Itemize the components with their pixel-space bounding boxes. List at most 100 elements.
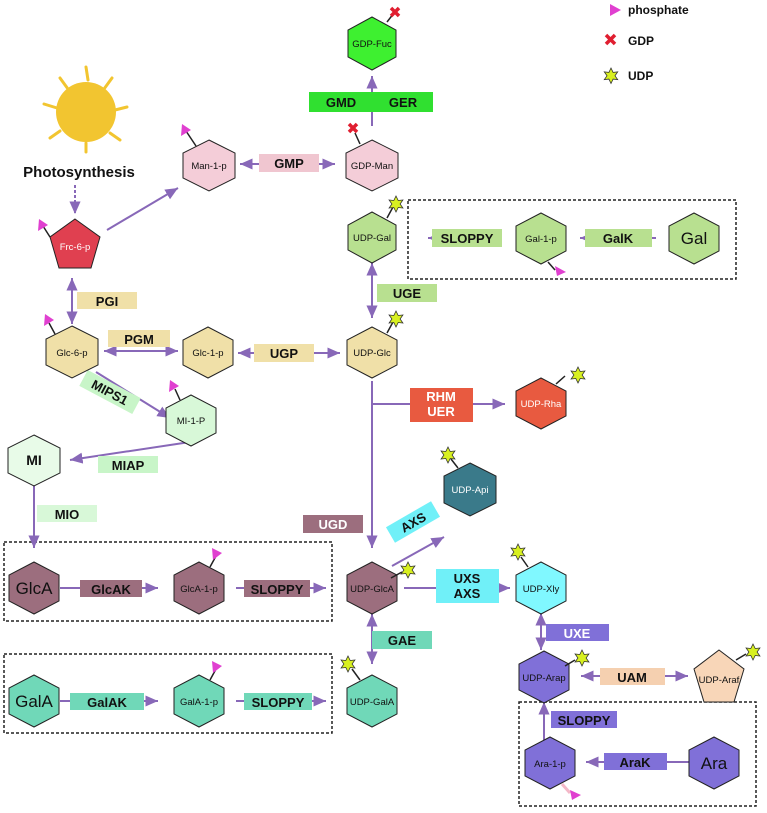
- node-udp-glc: [346, 326, 398, 379]
- node-udp-gala: [346, 674, 398, 728]
- phosphate-icon: [209, 548, 222, 568]
- enzyme-ger: GER: [389, 95, 418, 110]
- node-frc6p-label: Frc-6-p: [60, 242, 91, 253]
- enzyme-ugd: UGD: [319, 517, 348, 532]
- gala-salvage-box: [3, 653, 333, 734]
- node-gal1p-label: Gal-1-p: [525, 234, 557, 245]
- phosphate-icon: [610, 4, 621, 16]
- udp-icon: [386, 310, 404, 334]
- node-udp-api-label: UDP-Api: [452, 485, 489, 496]
- node-gala: [8, 674, 60, 728]
- enzyme-uxe: UXE: [564, 626, 591, 641]
- photosynthesis-label: Photosynthesis: [23, 164, 135, 181]
- enzyme-sloppy-ara: SLOPPY: [558, 713, 611, 728]
- udp-icon: [564, 649, 590, 667]
- node-glc1p-label: Glc-1-p: [192, 348, 223, 359]
- udp-icon: [390, 561, 416, 579]
- node-ara-label: Ara: [701, 754, 728, 773]
- enzyme-glcak: GlcAK: [91, 582, 131, 597]
- gdp-icon: [347, 122, 361, 145]
- udp-icon: [440, 446, 459, 469]
- enzyme-ugp: UGP: [270, 346, 299, 361]
- node-gdp-man-label: GDP-Man: [351, 161, 393, 172]
- node-gala-label: GalA: [15, 692, 53, 711]
- enzyme-pgi: PGI: [96, 294, 118, 309]
- enzyme-rhm: RHM: [426, 389, 456, 404]
- gdp-icon: [604, 33, 617, 46]
- node-udp-gal: [347, 211, 397, 264]
- node-udp-xly: [515, 561, 567, 615]
- node-glca-label: GlcA: [16, 579, 54, 598]
- phosphate-markers: [38, 124, 581, 800]
- udp-icon: [603, 67, 619, 85]
- node-udp-rha-label: UDP-Rha: [521, 399, 562, 410]
- enzyme-galak: GalAK: [87, 695, 127, 710]
- legend-udp-label: UDP: [628, 69, 653, 83]
- gal-salvage-box: [407, 199, 737, 280]
- node-mi: [7, 434, 61, 487]
- phosphate-icon: [209, 661, 222, 681]
- enzyme-arak: AraK: [619, 755, 651, 770]
- enzyme-uam: UAM: [617, 670, 647, 685]
- phosphate-icon: [44, 314, 56, 335]
- legend-gdp-label: GDP: [628, 34, 654, 48]
- sun-icon: [42, 65, 129, 154]
- node-udp-rha: [515, 377, 567, 430]
- enzyme-sloppy-glca: SLOPPY: [251, 582, 304, 597]
- enzyme-gmd: GMD: [326, 95, 356, 110]
- enzyme-uer: UER: [427, 404, 455, 419]
- node-glc6p: [45, 325, 99, 379]
- node-mi-label: MI: [26, 452, 42, 468]
- node-udp-gala-label: UDP-GalA: [350, 697, 395, 708]
- phosphate-icon: [38, 219, 51, 238]
- node-gdp-fuc: [347, 16, 397, 71]
- node-ara1p: [524, 736, 576, 790]
- udp-icon: [386, 195, 404, 219]
- metabolite-nodes: GDP-Fuc Man-1-p GDP-Man Frc-6-p UDP-Gal …: [7, 16, 745, 790]
- udp-markers: [340, 195, 761, 681]
- node-glc1p: [182, 326, 234, 379]
- enzyme-gae: GAE: [388, 633, 417, 648]
- legend: phosphate GDP UDP: [603, 3, 689, 85]
- node-glca1p: [173, 561, 225, 615]
- node-gala1p-label: GalA-1-p: [180, 697, 218, 708]
- node-glc6p-label: Glc-6-p: [56, 348, 87, 359]
- legend-phosphate-label: phosphate: [628, 3, 689, 17]
- phosphate-icon: [181, 124, 197, 147]
- node-gal1p: [515, 212, 567, 265]
- node-udp-glca-label: UDP-GlcA: [350, 584, 394, 595]
- glca-salvage-box: [3, 541, 333, 622]
- node-udp-gal-label: UDP-Gal: [353, 233, 391, 244]
- enzyme-labels: GMD GER GMP SLOPPY GalK UGE PGI PGM UGP …: [37, 92, 667, 770]
- node-gdp-man: [345, 139, 399, 192]
- node-udp-arap-label: UDP-Arap: [522, 673, 565, 684]
- udp-icon: [510, 543, 529, 568]
- ara-salvage-box: [518, 701, 757, 807]
- udp-icon: [555, 366, 586, 385]
- enzyme-uge: UGE: [393, 286, 422, 301]
- enzyme-pgm: PGM: [124, 332, 154, 347]
- gdp-icon: [386, 6, 401, 23]
- node-udp-api: [443, 462, 497, 517]
- enzyme-galk: GalK: [603, 231, 634, 246]
- enzyme-sloppy-gal: SLOPPY: [441, 231, 494, 246]
- gdp-markers: [347, 6, 401, 145]
- node-man1p-label: Man-1-p: [191, 161, 226, 172]
- enzyme-mio: MIO: [55, 507, 80, 522]
- node-udp-araf: [693, 649, 745, 703]
- udp-icon: [735, 643, 761, 661]
- enzyme-gmp: GMP: [274, 156, 304, 171]
- node-glca1p-label: GlcA-1-p: [180, 584, 217, 595]
- phosphate-icon: [560, 783, 581, 800]
- enzyme-uxs: UXS: [454, 571, 481, 586]
- node-mi1p: [165, 394, 217, 447]
- node-ara1p-label: Ara-1-p: [534, 759, 566, 770]
- node-glca: [8, 561, 60, 615]
- enzyme-miap: MIAP: [112, 458, 145, 473]
- phosphate-icon: [169, 380, 181, 401]
- udp-icon: [340, 655, 361, 681]
- node-udp-glc-label: UDP-Glc: [353, 348, 391, 359]
- node-gala1p: [173, 674, 225, 728]
- enzyme-sloppy-gala: SLOPPY: [252, 695, 305, 710]
